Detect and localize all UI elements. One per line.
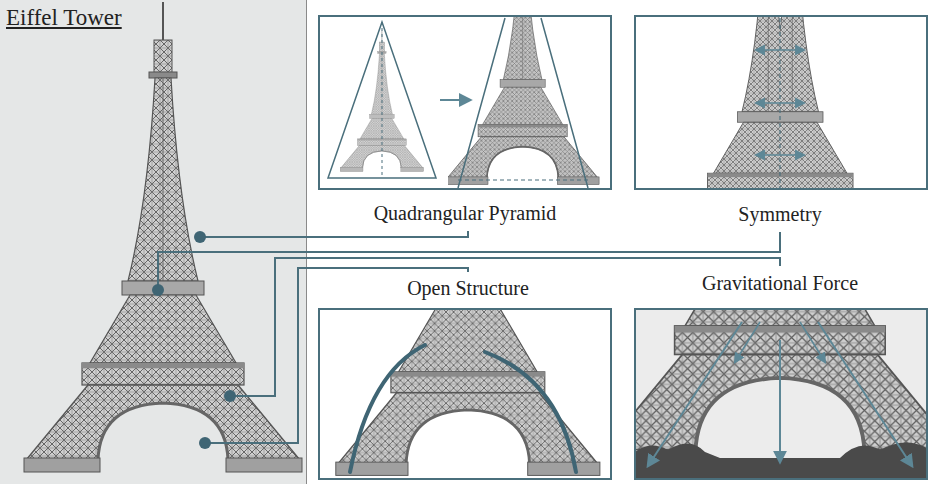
feature-panel: Open Structure xyxy=(318,308,612,480)
feature-panel: Symmetry xyxy=(634,15,928,190)
callout-dots xyxy=(152,231,236,449)
panel-label: Quadrangular Pyramid xyxy=(370,201,561,225)
panel-label: Open Structure xyxy=(403,276,533,300)
leader-lines xyxy=(158,231,780,443)
feature-panel: Quadrangular Pyramid xyxy=(318,15,612,190)
feature-panel: Gravitational Force xyxy=(634,308,928,480)
panel-label: Gravitational Force xyxy=(698,271,862,295)
diagram-title: Eiffel Tower xyxy=(6,5,122,31)
panel-label: Symmetry xyxy=(734,202,825,226)
